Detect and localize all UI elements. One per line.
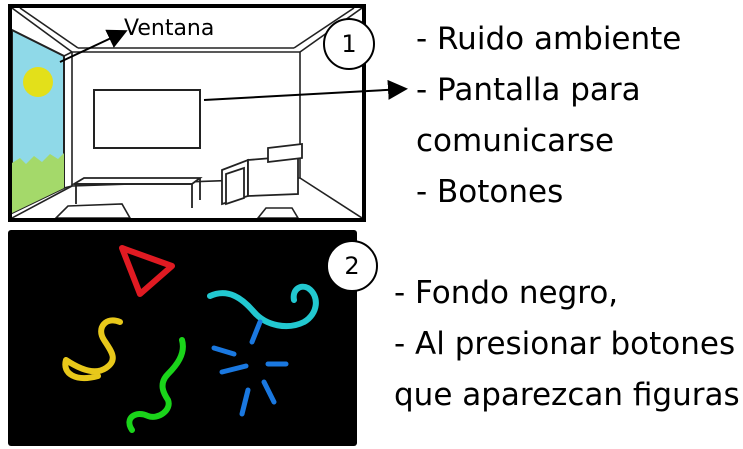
red-triangle-shape [119, 245, 175, 297]
green-squiggle-shape [126, 337, 186, 433]
black-screen-panel [8, 230, 357, 446]
room-sketch-panel [8, 4, 366, 222]
note-ambient-noise: - Ruido ambiente [416, 21, 682, 57]
note-figures-appear: que aparezcan figuras [394, 377, 740, 413]
note-black-background: - Fondo negro, [394, 275, 619, 311]
note-screen: - Pantalla para [416, 72, 641, 108]
armchair [221, 142, 303, 206]
note-buttons: - Botones [416, 174, 564, 210]
yellow-squiggle-shape [62, 317, 123, 381]
step-number-2: 2 [326, 240, 378, 292]
blue-burst-shape [211, 319, 289, 417]
room-sketch [12, 8, 362, 218]
screen-notes: - Fondo negro, - Al presionar botones qu… [394, 268, 740, 421]
table [70, 177, 203, 208]
cyan-wave-shape [207, 283, 319, 330]
shapes-canvas [62, 245, 319, 433]
sun-icon [23, 67, 53, 97]
note-communicate: comunicarse [416, 123, 615, 159]
step-number-1: 1 [323, 18, 375, 70]
window [12, 28, 73, 215]
wall-screen [93, 89, 201, 149]
note-press-buttons: - Al presionar botones [394, 326, 736, 362]
room-notes: - Ruido ambiente - Pantalla para comunic… [416, 14, 681, 218]
window-label: Ventana [124, 16, 215, 41]
